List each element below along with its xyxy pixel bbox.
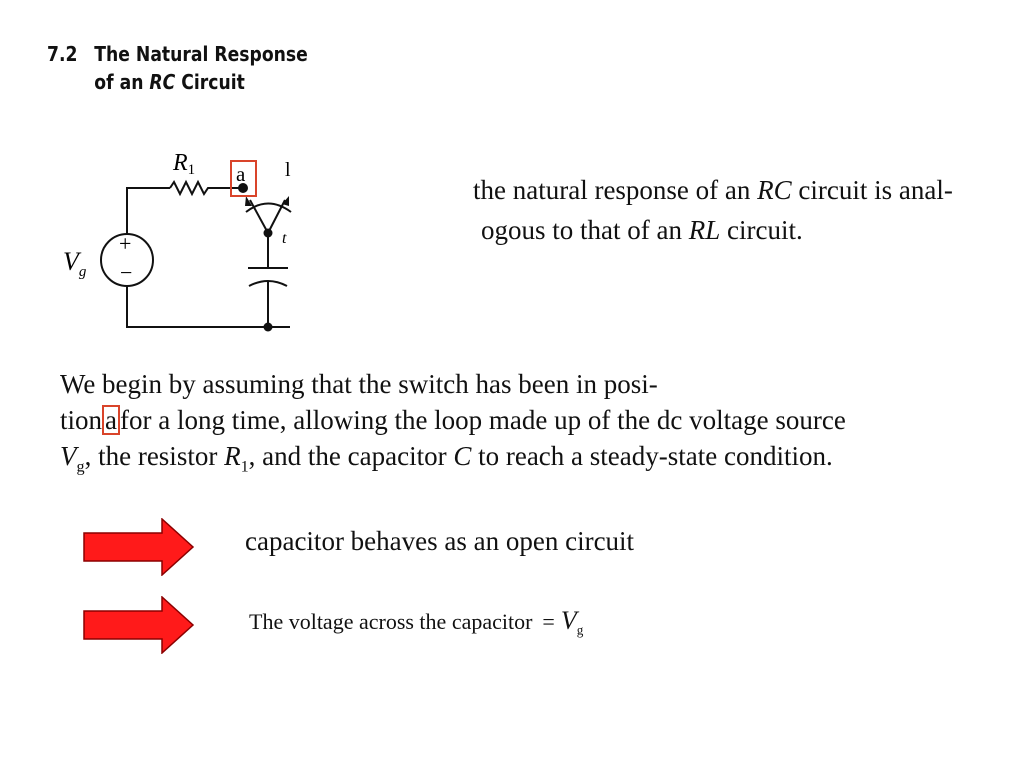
paragraph-line2-pre: tion [60, 405, 103, 435]
paragraph-line1: We begin by assuming that the switch has… [60, 369, 658, 399]
paragraph-line3-c-post: to reach a steady-state condition. [471, 441, 833, 471]
switch-blade-right [267, 199, 286, 234]
resistor-r1 [169, 179, 243, 197]
rc-circuit-diagram: R1 a l + − Vg t [63, 150, 292, 332]
paragraph-line3-b: , and the capacitor [248, 441, 454, 471]
switch-arrow-left [245, 196, 252, 206]
intro-l2-em: RL [688, 215, 721, 245]
paragraph-line3-a: , the resistor [84, 441, 225, 471]
switch-blade [249, 199, 269, 234]
symbol-c: C [453, 441, 472, 471]
intro-l1-pre: the natural response of an [473, 175, 758, 205]
section-title-line2-em: RC [149, 70, 176, 94]
red-arrow-icon [83, 518, 195, 576]
paragraph-line3: Vg, the resistor R1, and the capacitor C… [60, 438, 846, 484]
wire-top-left [126, 187, 170, 235]
section-number: 7.2 [47, 42, 78, 66]
node-a-dot [238, 183, 248, 193]
section-title-line1: The Natural Response [94, 42, 308, 66]
intro-l1-em: RC [757, 175, 792, 205]
switch-arc [245, 202, 292, 213]
bullet-capacitor-voltage: The voltage across the capacitor =Vg [249, 606, 583, 638]
bullet2-text: The voltage across the capacitor [249, 609, 533, 634]
symbol-vg-result-sub: g [576, 622, 584, 638]
voltage-source [100, 233, 154, 287]
source-minus: − [120, 260, 132, 285]
switch-t-label: t [282, 230, 287, 247]
intro-l1-post: circuit is anal- [791, 175, 953, 205]
partial-label: l [285, 159, 291, 181]
resistor-label: R1 [172, 150, 195, 178]
intro-l2-pre: ogous to that of an [481, 215, 689, 245]
symbol-vg-sub: g [76, 457, 85, 476]
capacitor-plate-bottom [248, 280, 288, 287]
paragraph-line2-post: for a long time, allowing the loop made … [120, 405, 846, 435]
main-paragraph: We begin by assuming that the switch has… [60, 366, 846, 484]
position-a-highlight: a [102, 405, 120, 435]
symbol-r1-sub: 1 [240, 457, 249, 476]
node-a-highlight [230, 160, 257, 197]
intro-l2-post: circuit. [720, 215, 803, 245]
bottom-node-dot [263, 322, 273, 332]
red-arrow-icon [83, 596, 195, 654]
symbol-vg-result: V [560, 606, 577, 635]
section-title: 7.2 The Natural Response of an RC Circuit [47, 40, 308, 96]
symbol-r1: R [224, 441, 241, 471]
switch-pivot-dot [263, 228, 273, 238]
section-title-line2-pre: of an [94, 70, 150, 94]
intro-text: the natural response of an RC circuit is… [473, 170, 953, 250]
bullet-open-circuit: capacitor behaves as an open circuit [245, 526, 635, 556]
symbol-vg: V [60, 441, 77, 471]
wire-bottom [126, 286, 290, 328]
equals-sign: = [542, 609, 555, 634]
source-label: Vg [63, 247, 87, 280]
section-title-line2-post: Circuit [175, 70, 245, 94]
switch-arrow-right [282, 196, 289, 206]
node-a-label: a [236, 162, 246, 186]
source-plus: + [119, 231, 131, 256]
